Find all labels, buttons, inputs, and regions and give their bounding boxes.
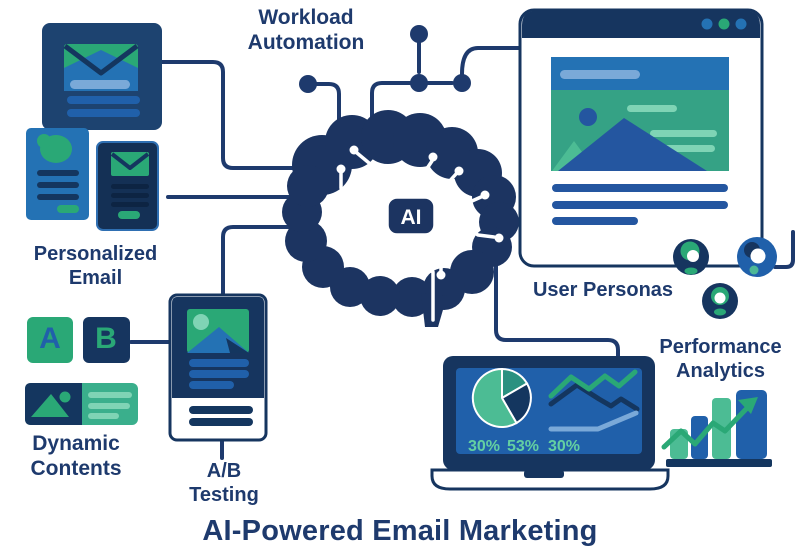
label-dynamic-contents: Dynamic Contents (30, 432, 122, 480)
window-dot-icon (718, 18, 730, 30)
envelope-icon (111, 152, 149, 176)
bar-chart (661, 390, 772, 467)
ab-testing-card (168, 293, 268, 442)
diagram-title: AI-Powered Email Marketing (202, 515, 598, 547)
label-performance-analytics: Performance Analytics (659, 336, 782, 382)
persona-avatars (673, 237, 777, 319)
triangle-icon (31, 394, 69, 417)
tablet-card (96, 141, 159, 231)
ai-chip: AI (385, 195, 437, 237)
dynamic-contents-blocks (25, 317, 138, 425)
circuit-traces (334, 151, 496, 322)
sun-icon (579, 108, 597, 126)
avatar (737, 237, 777, 277)
window-titlebar (522, 11, 760, 38)
avatar (673, 239, 709, 275)
laptop (430, 356, 670, 491)
circle-icon (59, 391, 71, 403)
window-dot-icon (701, 18, 713, 30)
label-ab-testing: A/B Testing (189, 460, 259, 506)
hero-card (551, 57, 729, 171)
label-workload-automation: Workload Automation (247, 6, 365, 54)
label-personalized-email: Personalized Email (33, 243, 158, 289)
pie-stat-1: 30% (468, 438, 501, 455)
pie-stat-3: 30% (548, 438, 581, 455)
window-dot-icon (735, 18, 747, 30)
laptop-base (430, 468, 670, 491)
label-user-personas: User Personas (532, 279, 674, 301)
mountain-icon (558, 118, 707, 171)
variant-b-letter: B (95, 322, 117, 355)
ai-chip-label: AI (401, 206, 422, 229)
variant-b-block (83, 317, 130, 363)
circuit-node-dots (299, 25, 471, 93)
profile-card (26, 128, 89, 220)
circuit-trace-dots (327, 145, 504, 280)
avatar (702, 283, 738, 319)
arrow-up-icon (738, 397, 758, 414)
browser-window (518, 8, 764, 268)
connector-lines (129, 41, 795, 460)
line-chart (548, 369, 640, 432)
email-card (42, 23, 162, 130)
brain-graphic: AI (282, 110, 519, 327)
pie-stat-2: 53% (507, 438, 540, 455)
variant-a-letter: A (39, 322, 61, 355)
pie-chart (471, 367, 532, 428)
variant-a-block (27, 317, 73, 363)
